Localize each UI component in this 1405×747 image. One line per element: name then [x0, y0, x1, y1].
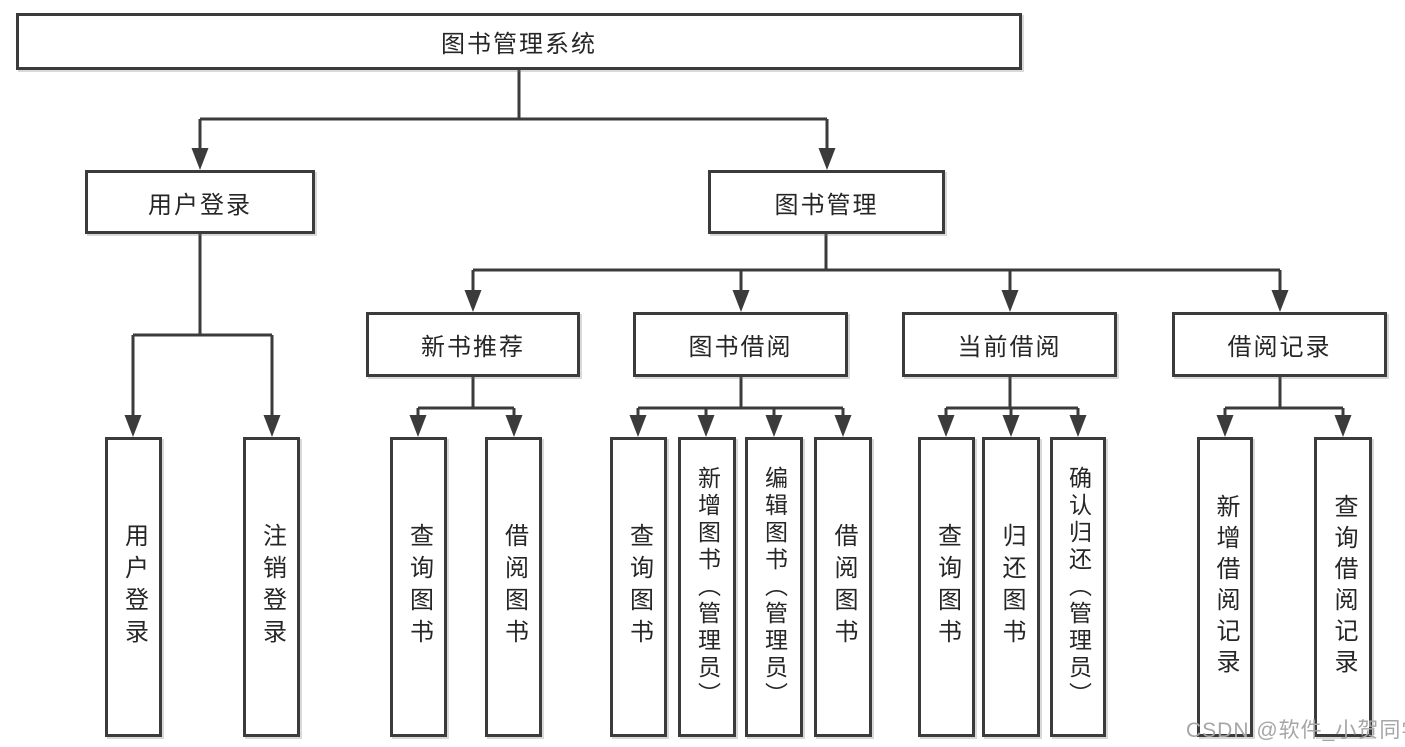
leaf-query-books-borrow: 查询图书 — [610, 437, 667, 737]
leaf-query-books-recommend: 查询图书 — [390, 437, 447, 737]
leaf-query-books-borrow-label: 查询图书 — [625, 523, 653, 651]
node-borrow-records-label: 借阅记录 — [1227, 334, 1332, 361]
leaf-user-login: 用户登录 — [105, 437, 162, 737]
node-user-login-label: 用户登录 — [148, 191, 252, 219]
leaf-confirm-return-admin: 确认归还（管理员） — [1050, 437, 1106, 737]
leaf-query-borrow-record: 查询借阅记录 — [1314, 437, 1372, 737]
node-book-borrow: 图书借阅 — [633, 312, 848, 377]
node-book-management-label: 图书管理 — [774, 191, 879, 219]
leaf-edit-book-admin: 编辑图书（管理员） — [745, 437, 803, 737]
leaf-query-books-current-label: 查询图书 — [933, 523, 961, 651]
leaf-user-login-label: 用户登录 — [120, 523, 148, 651]
node-new-book-recommend-label: 新书推荐 — [421, 334, 525, 361]
leaf-add-borrow-record: 新增借阅记录 — [1197, 437, 1253, 737]
node-current-borrow-label: 当前借阅 — [957, 334, 1062, 361]
leaf-logout-label: 注销登录 — [258, 523, 286, 651]
node-current-borrow: 当前借阅 — [902, 312, 1117, 377]
leaf-add-book-admin: 新增图书（管理员） — [678, 437, 736, 737]
leaf-borrow-books-recommend-label: 借阅图书 — [500, 523, 528, 651]
leaf-confirm-return-admin-label: 确认归还（管理员） — [1065, 465, 1092, 709]
leaf-return-book: 归还图书 — [982, 437, 1040, 737]
node-root-label: 图书管理系统 — [441, 31, 597, 58]
leaf-query-borrow-record-label: 查询借阅记录 — [1330, 494, 1357, 680]
leaf-return-book-label: 归还图书 — [998, 523, 1025, 651]
node-new-book-recommend: 新书推荐 — [366, 312, 580, 377]
node-book-management: 图书管理 — [708, 170, 945, 234]
leaf-logout: 注销登录 — [243, 437, 300, 737]
node-borrow-records: 借阅记录 — [1172, 312, 1387, 377]
leaf-query-books-current: 查询图书 — [918, 437, 975, 737]
leaf-query-books-recommend-label: 查询图书 — [405, 523, 433, 651]
leaf-borrow-books-recommend: 借阅图书 — [485, 437, 542, 737]
watermark-text: CSDN @软件_小贺同学 — [1186, 719, 1405, 742]
node-user-login: 用户登录 — [85, 170, 315, 234]
leaf-edit-book-admin-label: 编辑图书（管理员） — [761, 465, 788, 709]
node-book-borrow-label: 图书借阅 — [688, 334, 793, 361]
node-root: 图书管理系统 — [16, 13, 1022, 70]
leaf-borrow-books-label: 借阅图书 — [830, 523, 857, 651]
leaf-add-book-admin-label: 新增图书（管理员） — [694, 465, 721, 709]
leaf-borrow-books: 借阅图书 — [814, 437, 872, 737]
leaf-add-borrow-record-label: 新增借阅记录 — [1212, 494, 1239, 680]
